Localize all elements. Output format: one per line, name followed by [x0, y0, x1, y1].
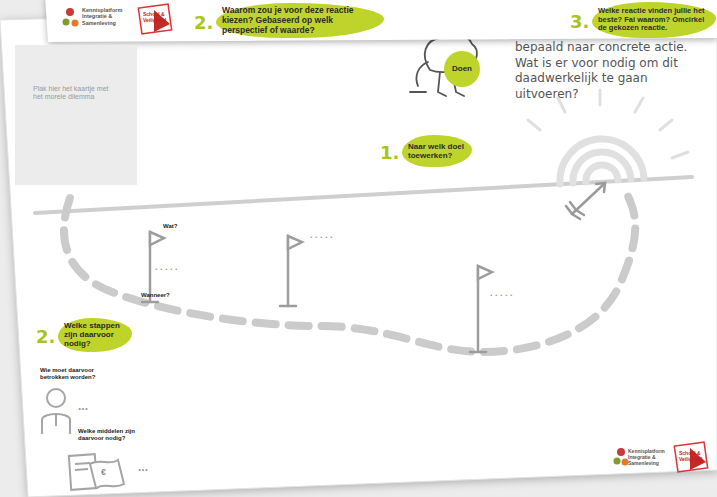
top-sheet-part — [66, 8, 74, 16]
stage-circle: Doen — [444, 51, 480, 87]
note-label: . . . . . — [155, 262, 178, 272]
flag-symbol-part — [478, 266, 492, 279]
top-sheet — [45, 0, 717, 42]
note-label: Kennisplatform Integratie & Samenleving — [628, 449, 672, 466]
flag-symbol-part — [280, 305, 296, 308]
flag-symbol-part — [288, 236, 302, 249]
node-text: Naar welk doel toewerken? — [408, 142, 466, 160]
note-label: bepaald naar concrete actie. Wat is er v… — [515, 40, 713, 102]
logo-symbol — [614, 442, 708, 472]
logo-symbol-part — [622, 459, 629, 466]
person-symbol-part — [47, 389, 65, 407]
money-symbol-part — [90, 460, 124, 488]
note-label: Wanneer? — [141, 292, 170, 299]
top-sheet-part — [45, 0, 717, 42]
sun-symbol-part — [573, 152, 631, 183]
top-sheet-part — [72, 20, 79, 27]
note-label: Wie moet daarvoor betrokken worden? — [40, 367, 102, 381]
question-blob: 2.Welke stappen zijn daarvoor nodig? — [58, 318, 132, 352]
callout-number: 1. — [380, 142, 399, 163]
arrow-symbol-part — [572, 184, 604, 214]
question-blob: 1.Naar welk doel toewerken? — [402, 135, 472, 167]
flag-symbol — [142, 232, 492, 352]
money-symbol — [69, 454, 124, 490]
note-label: . . . . . — [310, 230, 333, 240]
question-blob: 2.Waarom zou je voor deze reactie kiezen… — [216, 3, 384, 38]
node-text: Welke reactie vinden jullie het beste? F… — [598, 7, 710, 33]
arrow-symbol-part — [576, 210, 584, 215]
ostrich-symbol-part — [416, 62, 428, 86]
sun-symbol-part — [660, 120, 672, 130]
flag-symbol-part — [142, 301, 158, 304]
sun-symbol-part — [599, 90, 602, 105]
callout-number: 3. — [570, 11, 589, 32]
ostrich-symbol-part — [410, 91, 426, 93]
callout-number: 2. — [194, 11, 213, 32]
route-path — [64, 196, 635, 352]
note-label: Kennisplatform Integratie & Samenleving — [82, 7, 132, 26]
node-text: Welke stappen zijn daarvoor nodig? — [64, 321, 126, 349]
callout-number: 2. — [36, 325, 55, 346]
flag-symbol-part — [150, 232, 164, 245]
note-label: School & Veiligheid — [143, 12, 167, 24]
arrow-symbol-part — [566, 206, 572, 214]
logo-symbol-part — [674, 442, 707, 472]
person-symbol-part — [55, 414, 57, 426]
sun-symbol — [528, 90, 688, 184]
node-text: Waarom zou je voor deze reactie kiezen? … — [222, 6, 378, 35]
money-symbol-part — [75, 469, 88, 470]
note-label: ... — [138, 461, 148, 475]
top-sheet-part — [63, 19, 70, 26]
note-label: ... — [78, 400, 88, 414]
node-text: Plak hier het kaartje met het morele dil… — [33, 85, 119, 101]
node-text: Doen — [452, 64, 472, 73]
arrow-symbol-part — [572, 214, 580, 219]
sun-symbol-part — [586, 165, 618, 182]
note-label: € — [101, 467, 106, 477]
money-symbol-part — [75, 463, 90, 464]
note-label: . . . . . — [490, 288, 513, 298]
sun-symbol-part — [635, 98, 643, 112]
sun-symbol-part — [672, 152, 688, 158]
person-symbol-part — [42, 414, 70, 434]
person-symbol — [42, 389, 70, 434]
note-label: School & Veiligheid — [679, 451, 701, 463]
logo-symbol-part — [617, 448, 625, 456]
arrow-symbol-part — [570, 202, 576, 210]
top-sheet-part — [138, 4, 171, 34]
sun-symbol-part — [560, 139, 644, 184]
placeholder-box: Plak hier het kaartje met het morele dil… — [15, 45, 137, 185]
arrow-symbol-part — [596, 183, 605, 192]
sun-symbol-part — [528, 120, 540, 130]
note-label: Wat? — [163, 223, 177, 230]
question-blob: 3.Welke reactie vinden jullie het beste?… — [592, 2, 716, 38]
logo-symbol-part — [614, 458, 621, 465]
arrow-symbol — [566, 183, 605, 219]
flag-symbol-part — [470, 351, 486, 354]
note-label: Welke middelen zijn daarvoor nodig? — [78, 428, 140, 442]
